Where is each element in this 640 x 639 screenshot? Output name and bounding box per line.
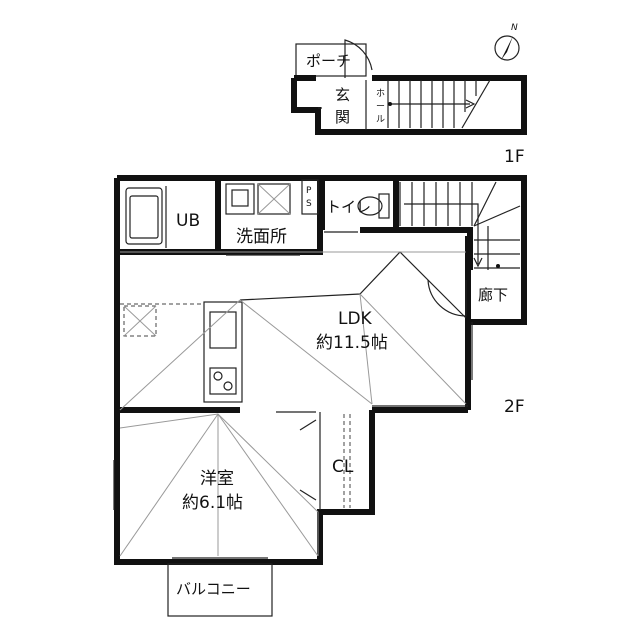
closet-door xyxy=(299,419,317,501)
toilet-tank xyxy=(378,193,390,219)
first-floor-stairs xyxy=(387,79,491,129)
western-room-ceiling-lines xyxy=(119,413,319,557)
hall-label-2: ー xyxy=(376,102,385,112)
ps-label-top: P xyxy=(306,186,312,196)
kitchen-stove xyxy=(209,367,237,395)
stair-rail xyxy=(396,227,473,270)
kitchen-counter xyxy=(203,301,243,403)
bathtub-inner xyxy=(129,195,159,239)
western-room-label: 洋室 xyxy=(200,469,234,489)
floor-1f-label: 1F xyxy=(504,147,525,167)
pipe-shaft xyxy=(301,179,319,215)
ldk-area-label: 約11.5帖 xyxy=(316,333,388,353)
ub-label: UB xyxy=(176,211,200,231)
entrance-label-top: 玄 xyxy=(335,86,350,104)
washbasin xyxy=(225,183,255,215)
ldk-ceiling-lines xyxy=(119,251,467,411)
first-floor: ポーチ 玄 関 ホ ー ル 1F xyxy=(291,39,527,167)
ldk-label: LDK xyxy=(338,309,373,329)
porch-area xyxy=(295,43,367,77)
entrance-label-bottom: 関 xyxy=(335,108,350,126)
balcony-area xyxy=(167,563,273,617)
balcony-label: バルコニー xyxy=(176,580,251,598)
toilet-label: トイレ xyxy=(326,198,371,216)
washing-machine xyxy=(257,183,291,215)
corridor-label: 廊下 xyxy=(478,286,508,304)
washbasin-bowl xyxy=(231,189,249,207)
hall-label-1: ホ xyxy=(376,88,385,99)
toilet-bowl xyxy=(357,196,383,216)
ps-label-bottom: S xyxy=(306,199,312,209)
north-compass: N xyxy=(494,23,520,61)
entrance-door xyxy=(344,39,373,78)
compass-north-label: N xyxy=(511,23,518,33)
porch-label: ポーチ xyxy=(306,52,351,70)
second-floor: P S 廊下 xyxy=(113,175,527,617)
washroom-label: 洗面所 xyxy=(236,227,287,247)
floor-2f-label: 2F xyxy=(504,397,525,417)
kitchen-sink xyxy=(209,311,237,349)
refrigerator-space xyxy=(123,305,157,337)
hall-label-3: ル xyxy=(376,115,385,125)
toilet-walls xyxy=(319,178,399,233)
bathtub xyxy=(125,187,163,245)
compass-arrow-icon xyxy=(501,36,513,60)
closet-label: CL xyxy=(332,457,354,477)
second-floor-stairs xyxy=(399,181,521,270)
first-floor-walls xyxy=(291,75,527,135)
western-room-area-label: 約6.1帖 xyxy=(182,493,243,513)
compass-circle xyxy=(494,35,520,61)
